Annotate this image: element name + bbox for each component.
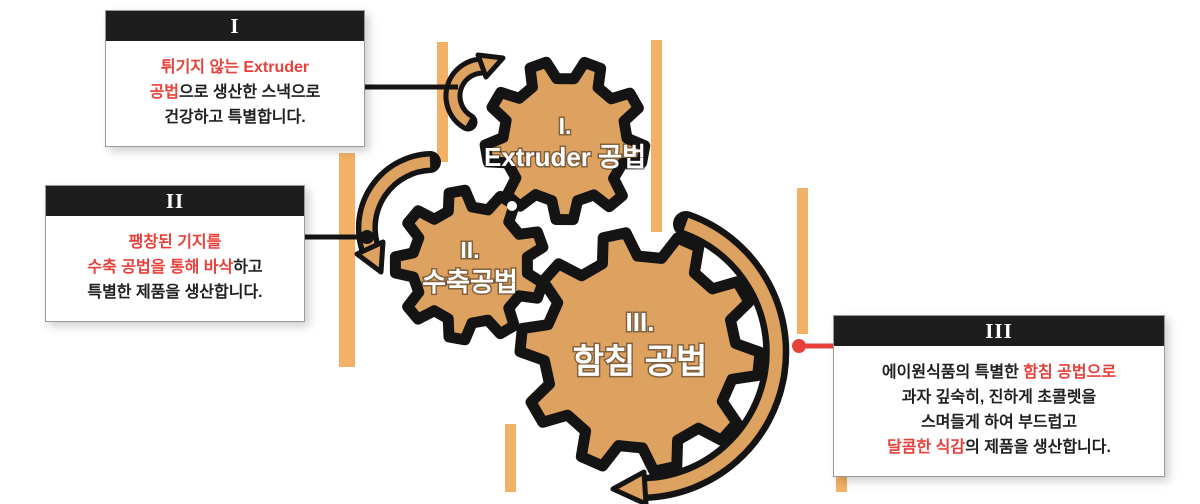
highlight-text: 달콤한 식감 <box>887 439 966 456</box>
accent-bar <box>651 40 662 232</box>
text-line: 건강하고 특별합니다. <box>114 105 356 130</box>
plain-text: 특별한 제품을 생산합니다. <box>87 284 263 301</box>
plain-text: 의 제품을 생산합니다. <box>965 439 1111 456</box>
text-line: 에이원식품의 특별한 함침 공법으로 <box>842 360 1156 385</box>
highlight-text: 공법 <box>149 84 180 101</box>
gear-shrink-numeral: II. <box>460 237 479 263</box>
gear-extruder-label: Extruder 공법 <box>484 142 646 172</box>
plain-text: 에이원식품의 특별한 <box>881 364 1024 381</box>
gear-dipping <box>514 227 766 477</box>
process-card-dipping: III 에이원식품의 특별한 함침 공법으로 과자 깊숙히, 진하게 초콜렛을 … <box>833 315 1165 477</box>
gear-shrink-label: 수축공법 <box>422 267 518 297</box>
plain-text: 건강하고 특별합니다. <box>164 109 306 126</box>
arrow-head <box>354 239 386 275</box>
card-numeral: II <box>46 186 304 216</box>
card-description: 팽창된 기지를 수축 공법을 통해 바삭하고 특별한 제품을 생산합니다. <box>46 216 304 321</box>
highlight-text: 수축 공법을 통해 바삭 <box>87 259 234 276</box>
plain-text: 으로 생산한 스낵으로 <box>179 84 321 101</box>
arrow-head <box>475 52 506 80</box>
accent-bar <box>339 153 355 367</box>
accent-bar <box>797 188 808 334</box>
decor-dot <box>507 201 517 211</box>
highlight-text: 팽창된 기지를 <box>128 234 222 251</box>
text-line: 과자 깊숙히, 진하게 초콜렛을 <box>842 385 1156 410</box>
card-numeral: I <box>106 11 364 41</box>
accent-bar <box>505 424 516 492</box>
gear-extruder <box>479 56 651 226</box>
rotation-arrow-large-icon <box>610 211 790 504</box>
text-line: 팽창된 기지를 <box>54 230 296 255</box>
text-line: 특별한 제품을 생산합니다. <box>54 280 296 305</box>
highlight-text: 튀기지 않는 Extruder <box>160 59 310 76</box>
highlight-text: 함침 공법으로 <box>1023 364 1117 381</box>
plain-text: 스며들게 하여 부드럽고 <box>920 414 1078 431</box>
gear-dipping-numeral: III. <box>626 307 655 337</box>
card-description: 튀기지 않는 Extruder 공법으로 생산한 스낵으로 건강하고 특별합니다… <box>106 41 364 146</box>
connector-card3-dot <box>792 339 806 353</box>
card-numeral: III <box>834 316 1164 346</box>
text-line: 튀기지 않는 Extruder <box>114 55 356 80</box>
gear-dipping-label: 함침 공법 <box>573 343 708 381</box>
text-line: 공법으로 생산한 스낵으로 <box>114 80 356 105</box>
gear-shrink <box>389 184 549 346</box>
plain-text: 하고 <box>233 259 263 276</box>
text-line: 달콤한 식감의 제품을 생산합니다. <box>842 435 1156 460</box>
gear-extruder-numeral: I. <box>559 113 572 139</box>
plain-text: 과자 깊숙히, 진하게 초콜렛을 <box>901 389 1097 406</box>
process-card-extruder: I 튀기지 않는 Extruder 공법으로 생산한 스낵으로 건강하고 특별합… <box>105 10 365 147</box>
arrow-head <box>610 469 649 504</box>
connector-card2-dot <box>360 230 374 244</box>
arrow-arc <box>644 217 783 495</box>
accent-bar <box>437 42 448 162</box>
text-line: 수축 공법을 통해 바삭하고 <box>54 255 296 280</box>
text-line: 스며들게 하여 부드럽고 <box>842 410 1156 435</box>
process-card-shrink: II 팽창된 기지를 수축 공법을 통해 바삭하고 특별한 제품을 생산합니다. <box>45 185 305 322</box>
card-description: 에이원식품의 특별한 함침 공법으로 과자 깊숙히, 진하게 초콜렛을 스며들게… <box>834 346 1164 476</box>
